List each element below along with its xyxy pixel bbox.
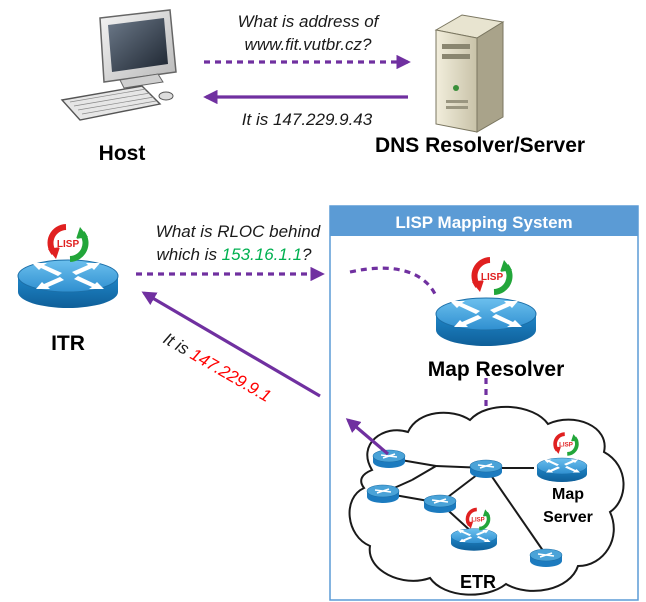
itr-router-icon bbox=[17, 259, 119, 309]
lisp-reply-rloc: 147.229.9.1 bbox=[187, 345, 274, 406]
lisp-mapping-system-title: LISP Mapping System bbox=[395, 213, 572, 232]
lisp-query-text-1: What is RLOC behind bbox=[156, 222, 321, 241]
map-resolver-label: Map Resolver bbox=[428, 358, 565, 381]
lisp-query-text-2: which is 153.16.1.1? bbox=[156, 245, 312, 264]
lisp-reply-arrow bbox=[141, 291, 321, 398]
map-resolver-lisp-badge-icon: LISP bbox=[472, 260, 512, 292]
map-server-label-1: Map bbox=[552, 486, 584, 503]
map-server-lisp-badge-text: LISP bbox=[559, 441, 573, 448]
map-resolver-lisp-badge-text: LISP bbox=[481, 272, 504, 283]
map-resolver-router-icon bbox=[435, 297, 537, 347]
network-cloud bbox=[348, 406, 625, 596]
lisp-reply-text: It is 147.229.9.1 bbox=[160, 329, 274, 406]
lisp-mapping-system-header bbox=[330, 206, 638, 236]
lisp-query-eid: 153.16.1.1 bbox=[222, 245, 302, 264]
host-computer-icon bbox=[60, 9, 177, 121]
cloud-router-4-icon bbox=[423, 494, 457, 514]
resolver-forward-arrow bbox=[349, 266, 438, 297]
map-server-label-2: Server bbox=[543, 509, 593, 526]
etr-label: ETR bbox=[460, 572, 496, 592]
cloud-router-1-icon bbox=[372, 449, 406, 469]
map-server-lisp-badge-icon: LISP bbox=[551, 432, 581, 456]
etr-lisp-badge-icon: LISP bbox=[464, 507, 492, 531]
etr-lisp-badge-text: LISP bbox=[471, 517, 484, 523]
map-server-router-icon bbox=[536, 457, 588, 483]
lisp-query-suffix: ? bbox=[302, 245, 312, 264]
dns-server-label: DNS Resolver/Server bbox=[375, 134, 585, 157]
lisp-query-prefix: which is bbox=[156, 245, 221, 264]
itr-lisp-badge-icon: LISP bbox=[48, 227, 88, 259]
dns-server-icon bbox=[434, 14, 505, 133]
etr-router-icon bbox=[450, 528, 498, 551]
dns-query-text-1: What is address of bbox=[238, 12, 381, 31]
cloud-router-2-icon bbox=[469, 459, 503, 479]
cloud-router-3-icon bbox=[366, 484, 400, 504]
cloud-router-5-icon bbox=[529, 548, 563, 568]
itr-lisp-badge-text: LISP bbox=[57, 239, 80, 250]
dns-reply-text: It is 147.229.9.43 bbox=[242, 110, 373, 129]
cloud-exit-arrow bbox=[345, 418, 390, 456]
host-label: Host bbox=[99, 142, 146, 165]
dns-query-text-2: www.fit.vutbr.cz? bbox=[245, 35, 372, 54]
itr-label: ITR bbox=[51, 332, 85, 355]
